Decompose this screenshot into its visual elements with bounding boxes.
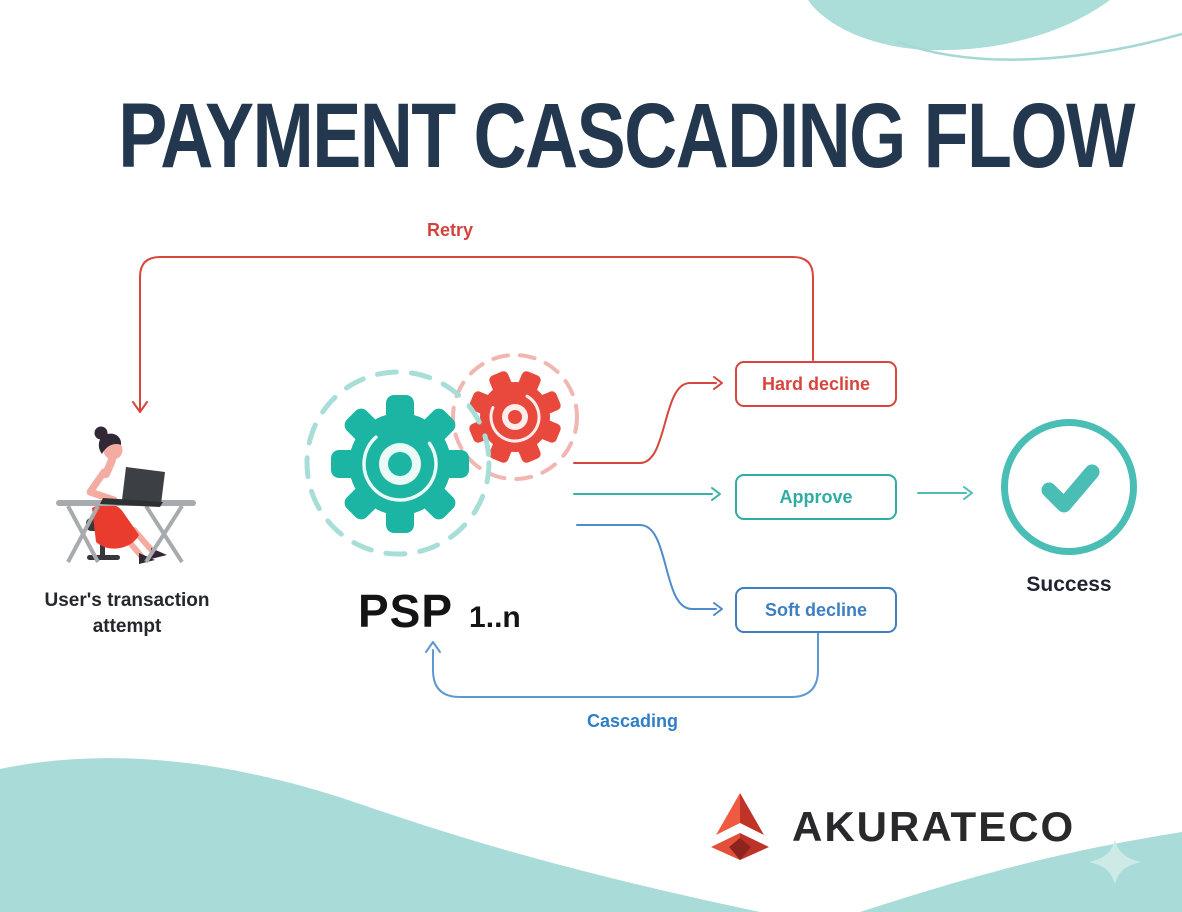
hard-decline-box: Hard decline [735,361,897,407]
approve-box: Approve [735,474,897,520]
success-arrow [917,486,973,500]
psp-text: PSP [358,585,454,637]
teal-gear-icon [331,395,469,533]
soft-decline-arrow [576,524,723,616]
hard-decline-arrow [573,376,723,464]
success-label: Success [1026,573,1112,596]
user-attempt-label: User's transaction attempt [44,590,210,637]
sparkle-icon [1089,840,1141,884]
akurateco-logo: AKURATECO [704,790,1075,864]
soft-decline-box: Soft decline [735,587,897,633]
checkmark-icon [1041,464,1100,513]
retry-label: Retry [426,220,474,240]
psp-gears-icon [304,353,579,557]
user-at-desk-illustration [56,426,196,564]
red-gear-icon [469,371,561,463]
approve-arrow [573,487,721,501]
soft-decline-label: Soft decline [764,599,867,620]
approve-label: Approve [779,486,853,507]
akurateco-logo-text: AKURATECO [792,803,1076,850]
cascading-label: Cascading [586,711,679,731]
psp-range-text: 1..n [469,601,521,634]
akurateco-logo-icon [711,793,769,860]
hard-decline-label: Hard decline [761,373,871,394]
psp-label: PSP 1..n [358,584,521,638]
success-circle [1001,419,1137,555]
cascading-arrow [425,632,819,698]
page-title: PAYMENT CASCADING FLOW [118,85,1135,187]
